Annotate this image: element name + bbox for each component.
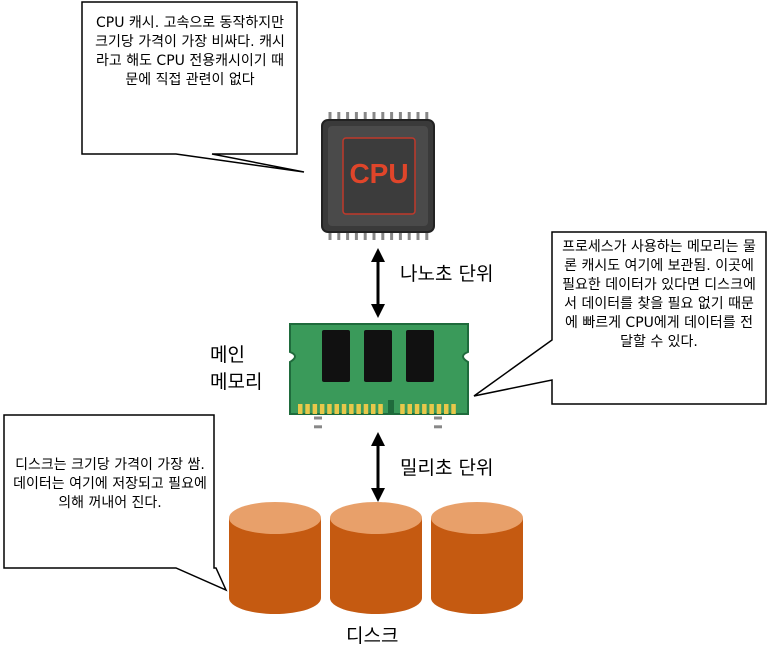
arrow-milli-label: 밀리초 단위 (400, 457, 494, 479)
cpu-chip-label: CPU (349, 158, 409, 189)
disk-cylinder-icon (431, 502, 523, 614)
memory-label-line1: 메인 (210, 344, 245, 366)
cpu-chip-icon (314, 112, 442, 429)
memory-callout-text: 프로세스가 사용하는 메모리는 물론 캐시도 여기에 보관됨. 이곳에 필요한 … (562, 239, 756, 350)
arrow-milli (371, 432, 385, 502)
cpu-callout-bubble (81, 1, 305, 173)
ram-module-icon (289, 323, 469, 415)
memory-label-line2: 메모리 (210, 371, 263, 393)
disk-cylinder-icon (229, 502, 321, 614)
memory-callout-bubble (473, 231, 767, 405)
disk-callout-bubble (3, 414, 228, 592)
arrow-nano-label: 나노초 단위 (400, 263, 494, 285)
disk-callout-text: 디스크는 크기당 가격이 가장 쌈. 데이터는 여기에 저장되고 필요에 의해 … (13, 457, 207, 511)
disk-cylinders (229, 502, 523, 614)
arrow-nano (371, 248, 385, 318)
cpu-callout-text: CPU 캐시. 고속으로 동작하지만 크기당 가격이 가장 비싸다. 캐시라고 … (95, 15, 285, 88)
disk-cylinder-icon (330, 502, 422, 614)
disk-label: 디스크 (346, 625, 399, 647)
